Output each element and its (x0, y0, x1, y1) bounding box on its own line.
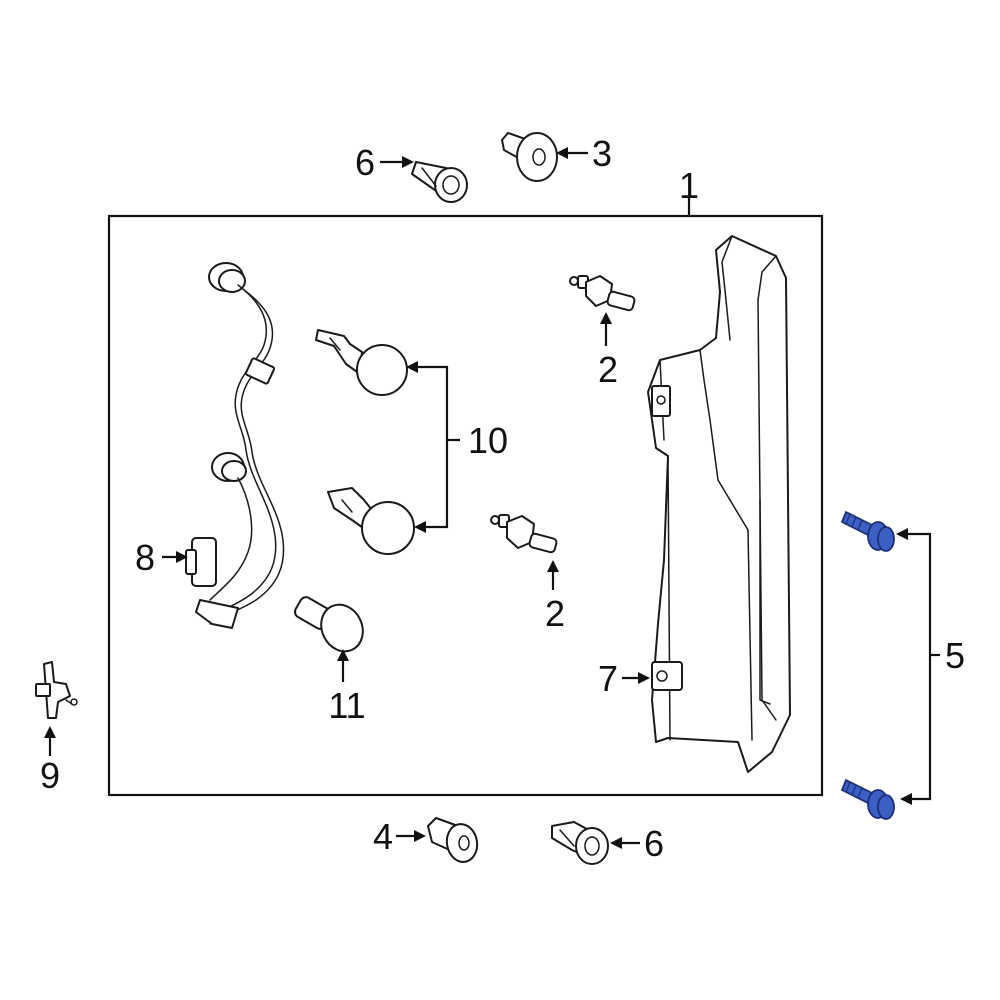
callout-10: 10 (468, 420, 508, 461)
callout-8: 8 (135, 537, 155, 578)
arrowhead-5-lower (900, 793, 912, 805)
bulb-part-11[interactable] (293, 595, 370, 658)
arrowhead-4 (414, 830, 426, 842)
arrowhead-11 (337, 649, 349, 661)
callout-6-bottom: 6 (644, 823, 664, 864)
bulb-part-10-lower[interactable] (327, 487, 415, 555)
arrowhead-6-bottom (610, 837, 622, 849)
arrowhead-2-upper (600, 312, 612, 324)
grommet-part-4[interactable] (427, 817, 480, 864)
stud-part-2-upper[interactable] (569, 275, 636, 312)
arrowhead-6-top (402, 156, 414, 168)
arrowhead-10-upper (406, 361, 418, 373)
callout-2-lower: 2 (545, 593, 565, 634)
bulb-part-10-upper[interactable] (315, 329, 408, 396)
clip-part-7[interactable] (651, 661, 683, 691)
callout-4: 4 (373, 816, 393, 857)
arrowhead-10-lower (414, 521, 426, 533)
bolt-part-5-lower[interactable] (840, 778, 895, 820)
stud-part-2-lower[interactable] (490, 514, 558, 554)
callout-5: 5 (945, 635, 965, 676)
wiring-harness-part-8[interactable] (185, 262, 285, 629)
arrowhead-5-upper (896, 528, 908, 540)
arrowhead-2-lower (547, 560, 559, 572)
grommet-part-3[interactable] (501, 132, 558, 182)
arrowhead-9 (44, 726, 56, 738)
arrowhead-7 (638, 672, 650, 684)
callout-9: 9 (40, 755, 60, 796)
callout-3: 3 (592, 133, 612, 174)
callout-7: 7 (598, 658, 618, 699)
callout-2-upper: 2 (598, 349, 618, 390)
callout-1: 1 (679, 165, 699, 206)
leader-bracket-5 (902, 532, 932, 801)
callout-11: 11 (328, 685, 365, 726)
lamp-housing-part-1[interactable] (647, 235, 791, 773)
bolt-part-5-upper[interactable] (840, 510, 895, 552)
clip-part-6-bottom[interactable] (551, 821, 609, 865)
arrowhead-3 (556, 147, 568, 159)
clip-part-6-top[interactable] (411, 161, 468, 203)
leader-bracket-10 (412, 365, 449, 529)
callout-6-top: 6 (355, 142, 375, 183)
bracket-part-9[interactable] (35, 661, 78, 719)
arrowhead-8 (176, 551, 188, 563)
assembly-frame (107, 214, 824, 797)
